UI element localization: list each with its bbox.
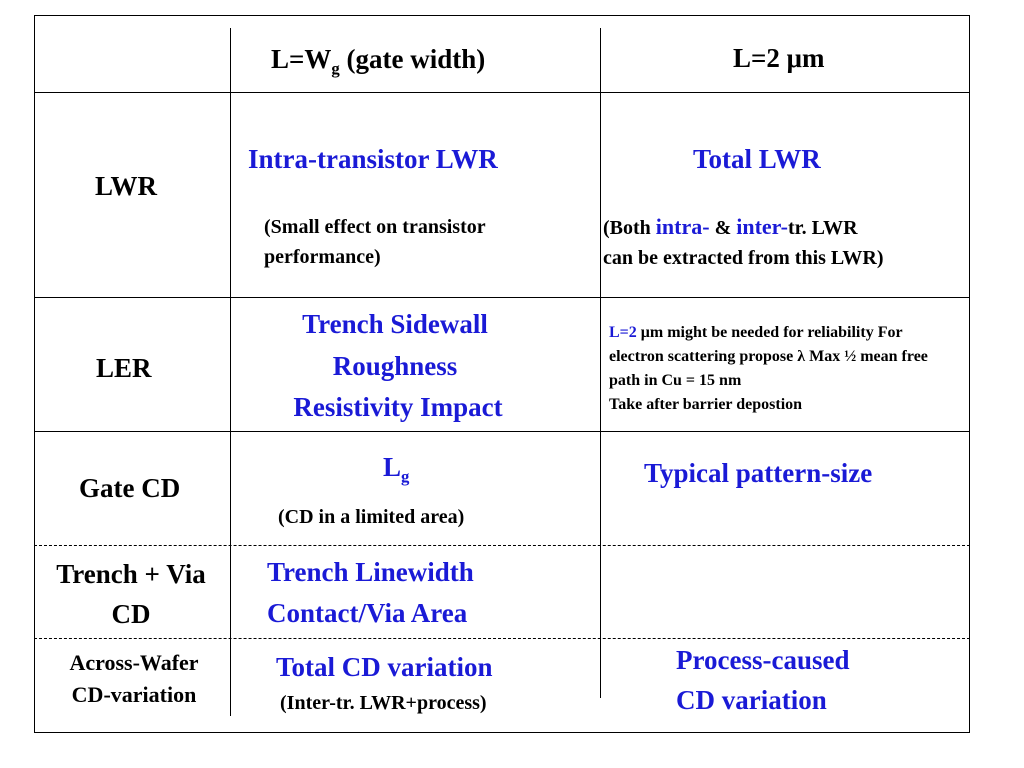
lwr-col2-note-part-a: (Both xyxy=(603,217,656,239)
lwr-col2-note-intra: intra- xyxy=(655,214,710,239)
row-label-ler: LER xyxy=(96,353,152,383)
gate-cd-col2: Typical pattern-size xyxy=(644,458,873,488)
lwr-col2-note-inter: inter- xyxy=(736,214,788,239)
column-divider-2 xyxy=(600,28,601,698)
lwr-col1-title: Intra-transistor LWR xyxy=(248,144,498,174)
ler-col2-line1-rest: μm might be needed for reliability For xyxy=(636,324,903,341)
row-divider-ler-gatecd xyxy=(34,431,970,432)
table-frame xyxy=(34,15,970,733)
gate-cd-col1-lg: Lg xyxy=(383,452,410,486)
ler-col2-line3: path in Cu = 15 nm xyxy=(609,372,742,389)
row-divider-lwr-ler xyxy=(34,297,970,298)
row-label-across-wafer-line2: CD-variation xyxy=(71,682,197,707)
ler-col1-line1: Trench Sidewall xyxy=(302,309,488,339)
lwr-col2-note-part-c: & xyxy=(709,217,737,239)
row-divider-trench-acrosswafer xyxy=(34,638,970,639)
ler-col2-line4: Take after barrier depostion xyxy=(609,396,803,413)
across-wafer-col2-line1: Process-caused xyxy=(676,645,850,675)
ler-col1-line2: Roughness xyxy=(332,351,458,381)
column-divider-1 xyxy=(230,28,231,716)
header-col1-main: L=W xyxy=(271,44,332,74)
header-divider xyxy=(34,92,970,93)
header-col2: L=2 μm xyxy=(733,43,825,73)
lwr-col2-title: Total LWR xyxy=(693,144,821,174)
trench-via-col1-line1: Trench Linewidth xyxy=(267,557,474,587)
header-col1-rest: (gate width) xyxy=(339,44,486,74)
row-divider-gatecd-trench xyxy=(34,545,970,546)
row-label-trench-via-line1: Trench + Via xyxy=(56,559,206,589)
across-wafer-col1-title: Total CD variation xyxy=(276,652,493,682)
across-wafer-col2-line2: CD variation xyxy=(676,685,827,715)
lwr-col2-note-line1: (Both intra- & inter-tr. LWR xyxy=(603,214,858,240)
ler-col2-l2um: L=2 xyxy=(609,324,637,341)
row-label-gate-cd: Gate CD xyxy=(79,473,181,503)
lwr-col2-note-part-e: tr. LWR xyxy=(787,217,858,239)
lwr-col1-note-line2: performance) xyxy=(264,246,381,268)
header-col1: L=Wg (gate width) xyxy=(271,44,486,78)
lwr-col2-note-line2: can be extracted from this LWR) xyxy=(603,247,884,269)
gate-cd-col1-l: L xyxy=(383,452,402,482)
row-label-trench-via-line2: CD xyxy=(111,599,151,629)
across-wafer-col1-note: (Inter-tr. LWR+process) xyxy=(280,692,487,714)
row-label-lwr: LWR xyxy=(95,171,158,201)
ler-col1-line3: Resistivity Impact xyxy=(293,392,503,422)
gate-cd-col1-note: (CD in a limited area) xyxy=(278,506,465,528)
lwr-col1-note-line1: (Small effect on transistor xyxy=(264,216,486,238)
row-label-across-wafer-line1: Across-Wafer xyxy=(69,650,199,675)
trench-via-col1-line2: Contact/Via Area xyxy=(267,598,468,628)
ler-col2-line1: L=2 μm might be needed for reliability F… xyxy=(609,324,903,342)
gate-cd-col1-subscript: g xyxy=(401,466,410,486)
header-col1-subscript: g xyxy=(331,58,340,78)
ler-col2-line2: electron scattering propose λ Max ½ mean… xyxy=(609,348,928,365)
